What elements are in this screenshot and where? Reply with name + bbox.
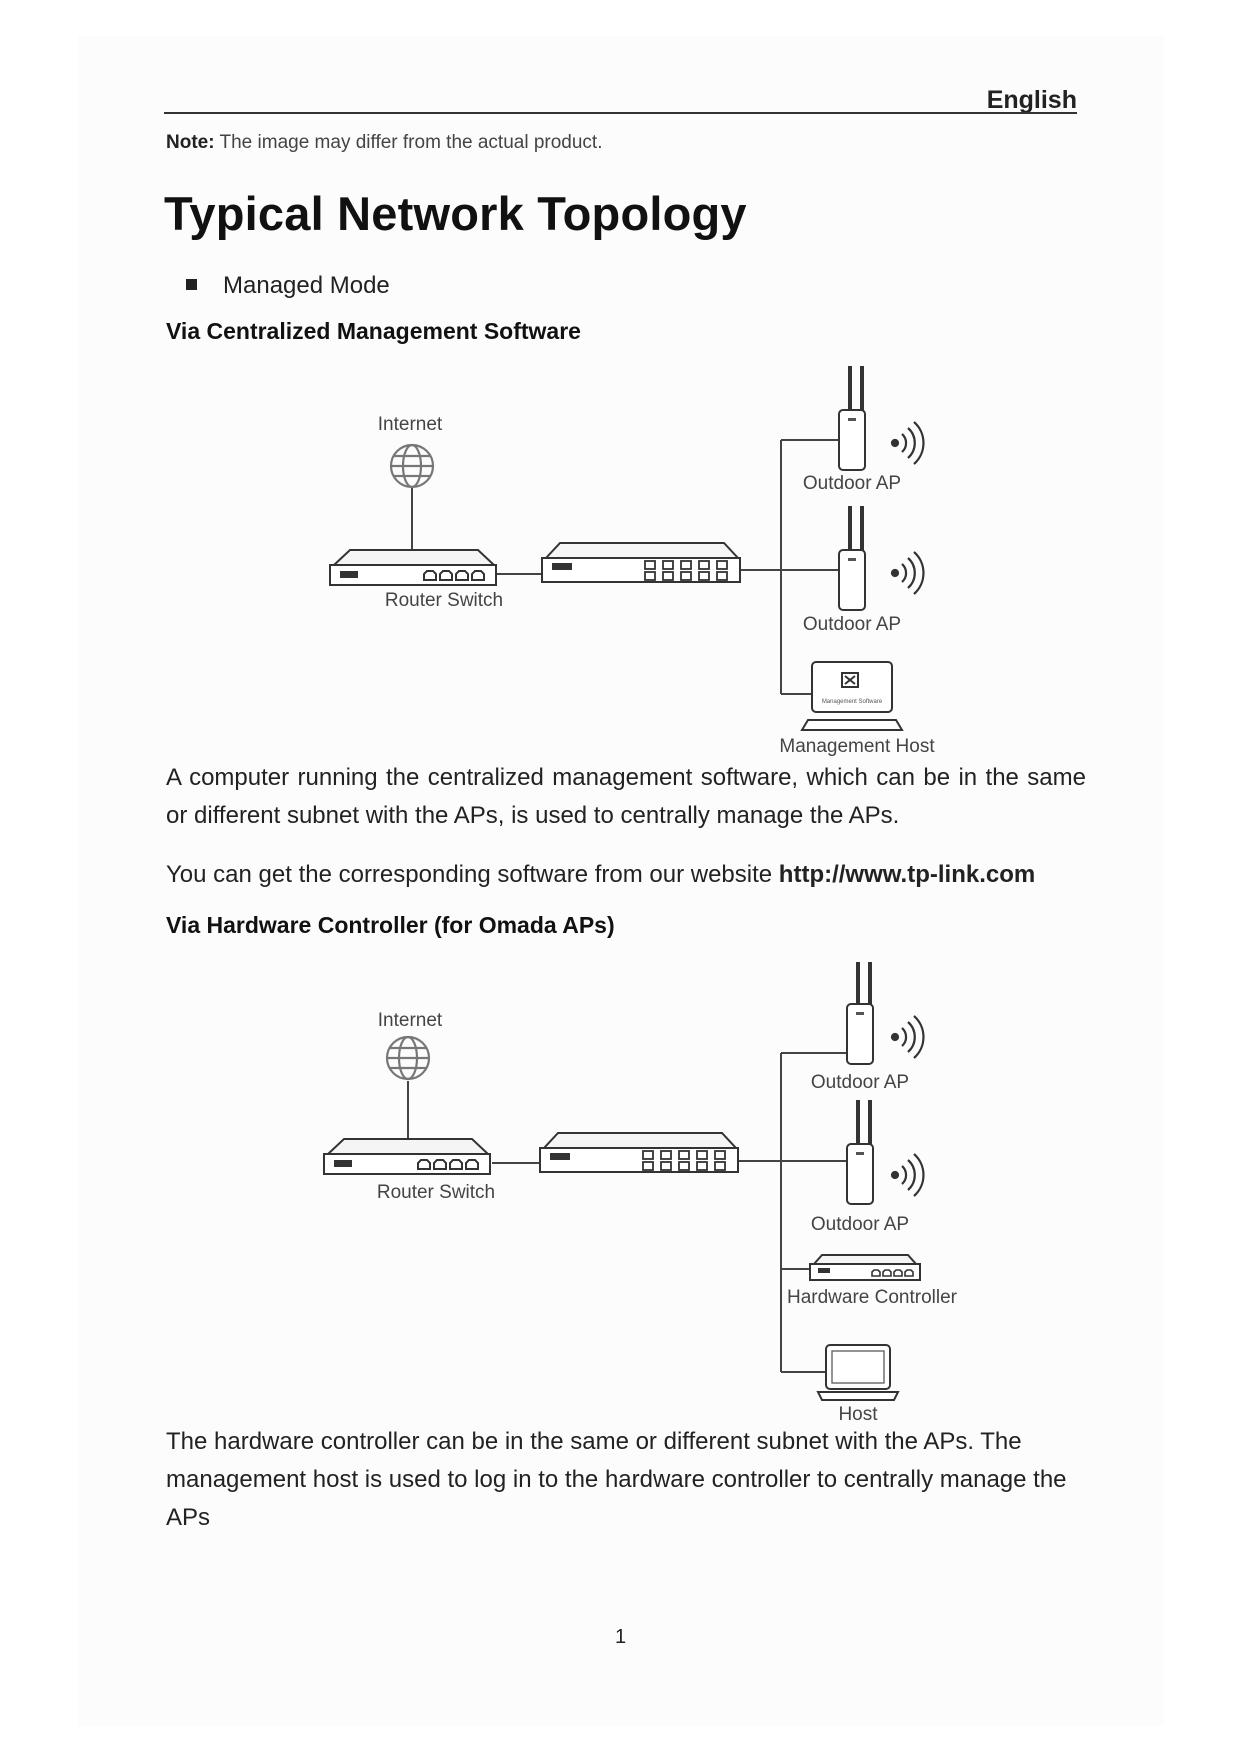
page-number: 1 (614, 1626, 627, 1648)
router-icon (329, 549, 497, 586)
note-text: The image may differ from the actual pro… (214, 132, 603, 153)
section1-heading: Via Centralized Management Software (166, 318, 581, 344)
access-point-icon (846, 1100, 874, 1205)
router-switch-label: Router Switch (377, 1182, 495, 1203)
hardware-controller-icon (809, 1254, 921, 1281)
bullet-square-icon (186, 279, 197, 291)
switch-icon (541, 542, 741, 583)
website-text: You can get the corresponding software f… (166, 861, 779, 888)
topology-diagram-software: Internet Router Switch Outdoor AP (329, 366, 935, 757)
website-line: You can get the corresponding software f… (166, 856, 1086, 894)
wifi-signal-icon (890, 421, 925, 465)
header-divider (164, 112, 1077, 114)
section2-heading: Via Hardware Controller (for Omada APs) (166, 912, 615, 938)
bullet-managed-mode: Managed Mode (186, 272, 390, 300)
globe-icon (389, 443, 435, 489)
access-point-icon (846, 962, 874, 1065)
router-icon (323, 1138, 491, 1175)
access-point-icon (838, 506, 866, 611)
outdoor-ap-2-label: Outdoor AP (811, 1214, 909, 1235)
note-label: Note: (166, 132, 215, 153)
management-software-screen-text: Management Software (822, 699, 883, 705)
hardware-controller-label: Hardware Controller (787, 1287, 958, 1308)
access-point-icon (838, 366, 866, 471)
note: Note: The image may differ from the actu… (166, 132, 603, 154)
monitor-icon: Management Software (800, 661, 904, 731)
globe-icon (385, 1035, 431, 1081)
laptop-icon (816, 1344, 900, 1401)
wifi-signal-icon (890, 1015, 925, 1059)
outdoor-ap-1-label: Outdoor AP (803, 473, 901, 494)
page-title: Typical Network Topology (164, 187, 747, 240)
section2-paragraph: The hardware controller can be in the sa… (166, 1428, 1067, 1531)
router-switch-label: Router Switch (385, 590, 503, 611)
internet-label: Internet (378, 1010, 443, 1031)
switch-icon (539, 1132, 739, 1173)
wifi-signal-icon (890, 1153, 925, 1197)
internet-label: Internet (378, 414, 443, 435)
wifi-signal-icon (890, 551, 925, 595)
outdoor-ap-2-label: Outdoor AP (803, 614, 901, 635)
bullet-label: Managed Mode (223, 272, 390, 299)
management-host-label: Management Host (779, 736, 935, 757)
topology-diagram-hardware: Internet Router Switch Outdoor AP (323, 962, 958, 1425)
page-background (78, 36, 1164, 1726)
header-language: English (986, 86, 1077, 114)
section1-paragraph: A computer running the centralized manag… (166, 764, 1086, 829)
website-link[interactable]: http://www.tp-link.com (778, 861, 1036, 888)
host-label: Host (838, 1404, 878, 1425)
outdoor-ap-1-label: Outdoor AP (811, 1072, 909, 1093)
